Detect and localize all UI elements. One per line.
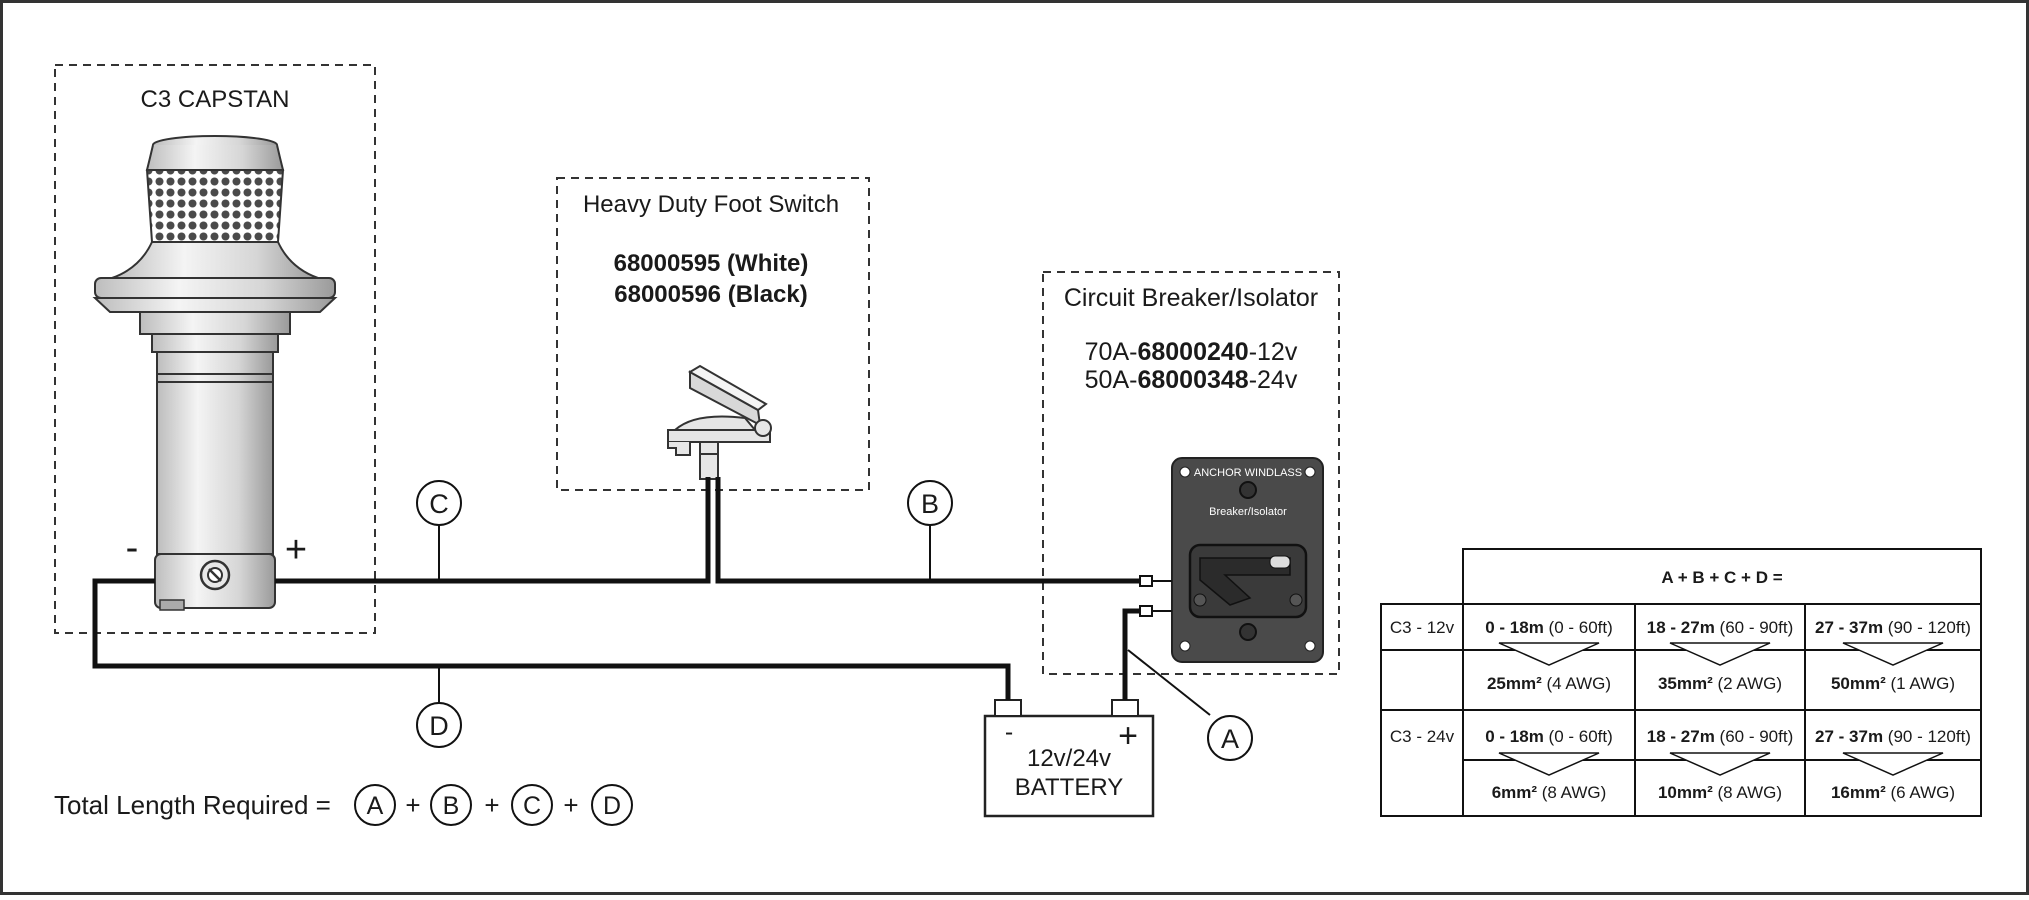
row-12v-range-1: 0 - 18m (0 - 60ft) <box>1485 618 1613 637</box>
breaker-12v-voltage: -12v <box>1249 338 1298 366</box>
cable-size-table: A + B + C + D = C3 - 12v 0 - 18m (0 - 60… <box>1380 548 1982 817</box>
wire-a <box>1122 608 1140 700</box>
total-plus-2: + <box>484 790 499 820</box>
capstan-illustration <box>92 135 338 611</box>
table-header: A + B + C + D = <box>1661 568 1782 587</box>
total-plus-1: + <box>405 790 420 820</box>
row-12v-size-3: 50mm² (1 AWG) <box>1831 674 1955 693</box>
foot-switch-part-black: 68000596 (Black) <box>614 281 807 308</box>
row-24v-range-2: 18 - 27m (60 - 90ft) <box>1647 727 1793 746</box>
row-12v-range-3: 27 - 37m (90 - 120ft) <box>1815 618 1971 637</box>
row-24v-range-3: 27 - 37m (90 - 120ft) <box>1815 727 1971 746</box>
total-term-a: A <box>367 792 384 820</box>
cable-label-a-circle <box>1207 715 1253 761</box>
breaker-24v-part: 68000348 <box>1137 366 1248 394</box>
row-24v-model: C3 - 24v <box>1390 727 1455 746</box>
breaker-12v-rating: 70A- <box>1085 338 1138 366</box>
breaker-part-12v: 70A-68000240-12v <box>1085 338 1298 366</box>
cable-label-c-circle <box>416 480 462 526</box>
leader-lines <box>438 525 1211 716</box>
foot-switch-illustration <box>667 364 772 480</box>
foot-switch-box <box>556 177 870 491</box>
breaker-12v-part: 68000240 <box>1137 338 1248 366</box>
total-term-c: C <box>523 792 541 820</box>
capstan-plus: + <box>285 529 307 571</box>
battery-illustration <box>983 699 1155 818</box>
breaker-24v-voltage: -24v <box>1249 366 1298 394</box>
row-12v-model: C3 - 12v <box>1390 618 1455 637</box>
wires <box>92 477 1140 700</box>
cable-label-a: A <box>1221 724 1239 754</box>
row-24v-size-3: 16mm² (6 AWG) <box>1831 783 1955 802</box>
battery-label: BATTERY <box>1015 774 1123 801</box>
wire-c <box>275 477 711 584</box>
wire-d <box>92 578 1011 700</box>
total-term-d: D <box>603 792 621 820</box>
cable-label-d-circle <box>416 702 462 748</box>
foot-switch-title: Heavy Duty Foot Switch <box>583 191 839 218</box>
cable-label-c: C <box>429 489 449 519</box>
total-length-prefix: Total Length Required = <box>54 790 331 820</box>
breaker-panel: ANCHOR WINDLASS Breaker/Isolator <box>1171 457 1324 663</box>
capstan-box <box>54 64 376 634</box>
total-term-b: B <box>443 792 460 820</box>
wire-b <box>715 477 1140 584</box>
total-plus-3: + <box>563 790 578 820</box>
breaker-part-24v: 50A-68000348-24v <box>1085 366 1298 394</box>
row-24v-range-1: 0 - 18m (0 - 60ft) <box>1485 727 1613 746</box>
battery-minus: - <box>1005 718 1013 746</box>
breaker-box <box>1042 271 1340 675</box>
battery-plus: + <box>1118 717 1138 755</box>
panel-title: ANCHOR WINDLASS <box>1194 467 1302 479</box>
panel-subtitle: Breaker/Isolator <box>1209 506 1287 518</box>
row-12v-size-2: 35mm² (2 AWG) <box>1658 674 1782 693</box>
breaker-24v-rating: 50A- <box>1085 366 1138 394</box>
cable-label-b-circle <box>907 480 953 526</box>
row-24v-size-2: 10mm² (8 AWG) <box>1658 783 1782 802</box>
foot-switch-part-white: 68000595 (White) <box>614 250 809 277</box>
row-12v-size-1: 25mm² (4 AWG) <box>1487 674 1611 693</box>
total-length-formula: Total Length Required = A + B + C + D <box>54 784 633 826</box>
breaker-title: Circuit Breaker/Isolator <box>1064 284 1318 312</box>
cable-label-d: D <box>429 711 449 741</box>
row-24v-size-1: 6mm² (8 AWG) <box>1492 783 1607 802</box>
cable-label-b: B <box>921 489 939 519</box>
capstan-minus: - <box>126 527 139 569</box>
capstan-title: C3 CAPSTAN <box>141 86 290 113</box>
row-12v-range-2: 18 - 27m (60 - 90ft) <box>1647 618 1793 637</box>
wire-terminals <box>1139 575 1172 617</box>
battery-voltage: 12v/24v <box>1027 745 1111 772</box>
